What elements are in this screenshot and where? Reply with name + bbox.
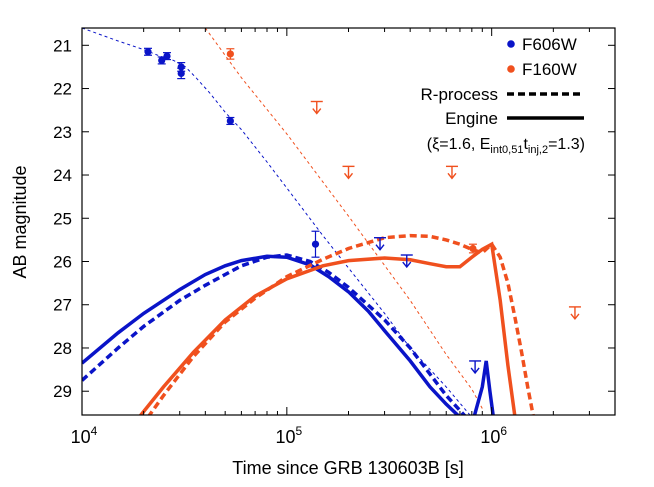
y-tick-label: 23 xyxy=(53,123,72,142)
x-axis-label: Time since GRB 130603B [s] xyxy=(232,458,463,478)
x-tick-label: 104 xyxy=(71,424,98,447)
plot-frame xyxy=(81,27,616,416)
y-axis-label: AB magnitude xyxy=(10,165,30,278)
upper-limit-arrow xyxy=(375,244,385,251)
legend-marker-f160w xyxy=(507,65,515,73)
upper-limit-arrow xyxy=(447,172,457,180)
y-tick-label: 26 xyxy=(53,252,72,271)
y-tick-label: 22 xyxy=(53,80,72,99)
data-point-f606w xyxy=(177,69,185,78)
legend-marker-f606w xyxy=(507,40,515,48)
x-tick-label: 105 xyxy=(275,424,302,447)
data-point-f606w xyxy=(311,240,320,248)
legend-label-engine: Engine xyxy=(445,109,498,128)
series-line-f160w-rprocess xyxy=(147,233,535,415)
plot-data-layer xyxy=(82,28,581,415)
series-line-f606w-thin-dash xyxy=(82,28,471,415)
upper-limit-arrow xyxy=(570,313,580,321)
data-point-f606w xyxy=(163,52,171,60)
legend-label-f160w: F160W xyxy=(522,60,577,79)
data-point-f160w xyxy=(469,244,477,253)
data-point-f160w xyxy=(226,50,234,58)
series-line-f606w-engine xyxy=(82,254,461,415)
legend-label-r-process: R-process xyxy=(421,85,498,104)
legend-params: (ξ=1.6, Eint0,51tinj,2=1.3) xyxy=(427,136,585,156)
axes-layer: 21 22 23 24 25 26 27 28 29 104 105 106 xyxy=(53,28,616,447)
upper-limit-arrow xyxy=(312,108,322,115)
data-point-f606w xyxy=(226,117,234,125)
upper-limit-arrow xyxy=(470,367,480,375)
y-tick-label: 28 xyxy=(53,339,72,358)
legend-label-f606w: F606W xyxy=(522,35,577,54)
y-tick-label: 27 xyxy=(53,296,72,315)
y-tick-label: 24 xyxy=(53,166,72,185)
series-line-f606w-engine xyxy=(472,360,495,415)
data-point-f606w xyxy=(144,48,152,56)
upper-limit-arrow xyxy=(343,172,354,180)
y-tick-label: 25 xyxy=(53,209,72,228)
upper-limit-arrow xyxy=(402,261,412,269)
y-tick-label: 29 xyxy=(53,382,72,401)
series-line-f606w-rprocess xyxy=(82,253,467,415)
y-tick-label: 21 xyxy=(53,36,72,55)
x-tick-label: 106 xyxy=(480,424,507,447)
data-point-f606w xyxy=(158,56,166,65)
